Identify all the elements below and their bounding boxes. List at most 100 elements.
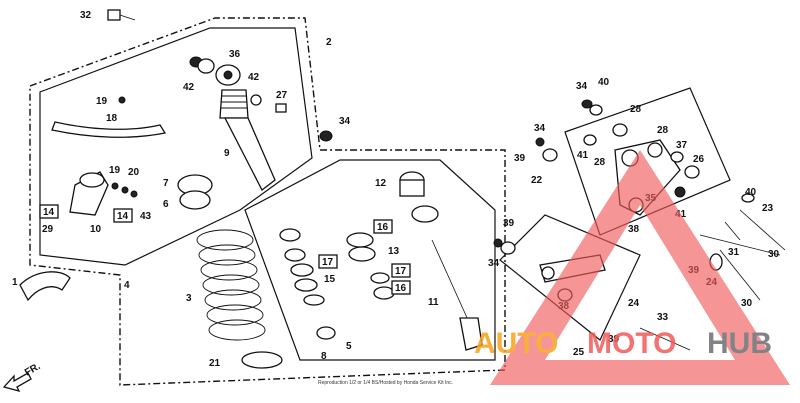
bolt-33 [639,327,691,351]
label-31: 31 [728,247,740,258]
nut-34-right [581,99,593,109]
label-3: 3 [186,293,192,304]
label-34b: 34 [576,81,588,92]
label-33: 33 [657,312,669,323]
bolt-30-lower [719,249,761,301]
collar-40-right [741,193,755,203]
label-17b: 17 [395,266,407,277]
label-19b: 19 [109,165,121,176]
group-border-2 [29,17,506,386]
copyright-text: Reproduction 1/2 or 1/4 BS/Hosted by Hon… [318,380,453,386]
label-18: 18 [106,113,118,124]
collar-27 [275,103,287,113]
adjuster-7 [177,174,213,210]
nut-34-lower [493,238,503,248]
label-30a: 30 [768,249,780,260]
hose-18 [51,121,167,138]
label-11: 11 [428,297,439,308]
label-34c: 34 [534,123,546,134]
label-30b: 30 [741,298,753,309]
label-1: 1 [12,277,18,288]
watermark-text-hub: HUB [707,327,772,360]
box-17b [391,263,411,278]
washer-41 [583,134,597,146]
label-23: 23 [762,203,774,214]
collar-39-lower [500,241,516,255]
stack-13 [346,232,376,262]
box-16a [373,219,393,234]
reservoir-10 [69,171,109,216]
label-15: 15 [324,274,336,285]
label-28b: 28 [657,125,669,136]
label-28a: 28 [630,104,642,115]
label-8: 8 [321,351,327,362]
bolt-23 [739,209,786,251]
band-1 [19,271,71,302]
piston-rod-11 [431,239,483,351]
label-4: 4 [124,280,130,291]
collar-26 [612,123,628,137]
label-26a: 26 [693,154,705,165]
label-41a: 41 [577,150,589,161]
box-16b [391,280,411,295]
collar-37 [670,151,684,163]
clip-43 [130,190,138,198]
label-6: 6 [163,199,169,210]
watermark-text-auto: AUTO [474,327,558,360]
label-39b: 39 [503,218,515,229]
label-37: 37 [676,140,688,151]
o-ring-8 [316,326,336,340]
label-29: 29 [42,224,54,235]
group-border-4 [39,27,313,266]
box-17a [318,254,338,269]
valve-stack-15 [279,228,325,306]
label-21: 21 [209,358,221,369]
label-28c: 28 [594,157,606,168]
collar-39-mid [542,148,558,162]
front-arrow-icon [2,372,32,392]
label-14a: 14 [43,207,55,218]
label-39d: 39 [608,334,620,345]
label-10: 10 [90,224,102,235]
label-2: 2 [326,37,332,48]
label-38a: 38 [628,224,640,235]
spring-seat-21 [241,351,283,369]
label-24b: 24 [628,298,640,309]
nut-34-mid [535,137,545,147]
label-40b: 40 [745,187,757,198]
front-label: FR. [23,361,43,379]
label-16a: 16 [377,222,389,233]
collar-26b [684,165,700,179]
bolt-32 [107,9,136,21]
label-17a: 17 [322,257,334,268]
label-13: 13 [388,246,400,257]
nut-34-upper [319,130,333,142]
group-border-22 [564,87,731,236]
label-36: 36 [229,49,241,60]
label-42a: 42 [183,82,195,93]
label-20: 20 [128,167,140,178]
group-border-5 [244,159,496,361]
label-12: 12 [375,178,387,189]
box-14a [39,204,59,219]
box-14b [113,208,133,223]
bolt-30-upper [699,234,781,256]
spring-3 [196,229,266,341]
collar-40-top [589,104,603,116]
label-27: 27 [276,90,288,101]
washer-19 [111,182,119,190]
label-14b: 14 [117,211,129,222]
label-5: 5 [346,341,352,352]
front-direction-indicator: FR. [2,361,43,392]
watermark: AUTO MOTO HUB [474,150,790,385]
label-25: 25 [573,347,585,358]
bearing-41 [674,186,686,198]
bump-rubber-12 [399,171,425,197]
label-19a: 19 [96,96,108,107]
valve-stack-17 [370,272,395,300]
ring-13 [411,205,439,223]
watermark-text-moto: MOTO [587,327,676,360]
bolt-31 [724,221,741,241]
bolt-19-upper [118,96,126,104]
